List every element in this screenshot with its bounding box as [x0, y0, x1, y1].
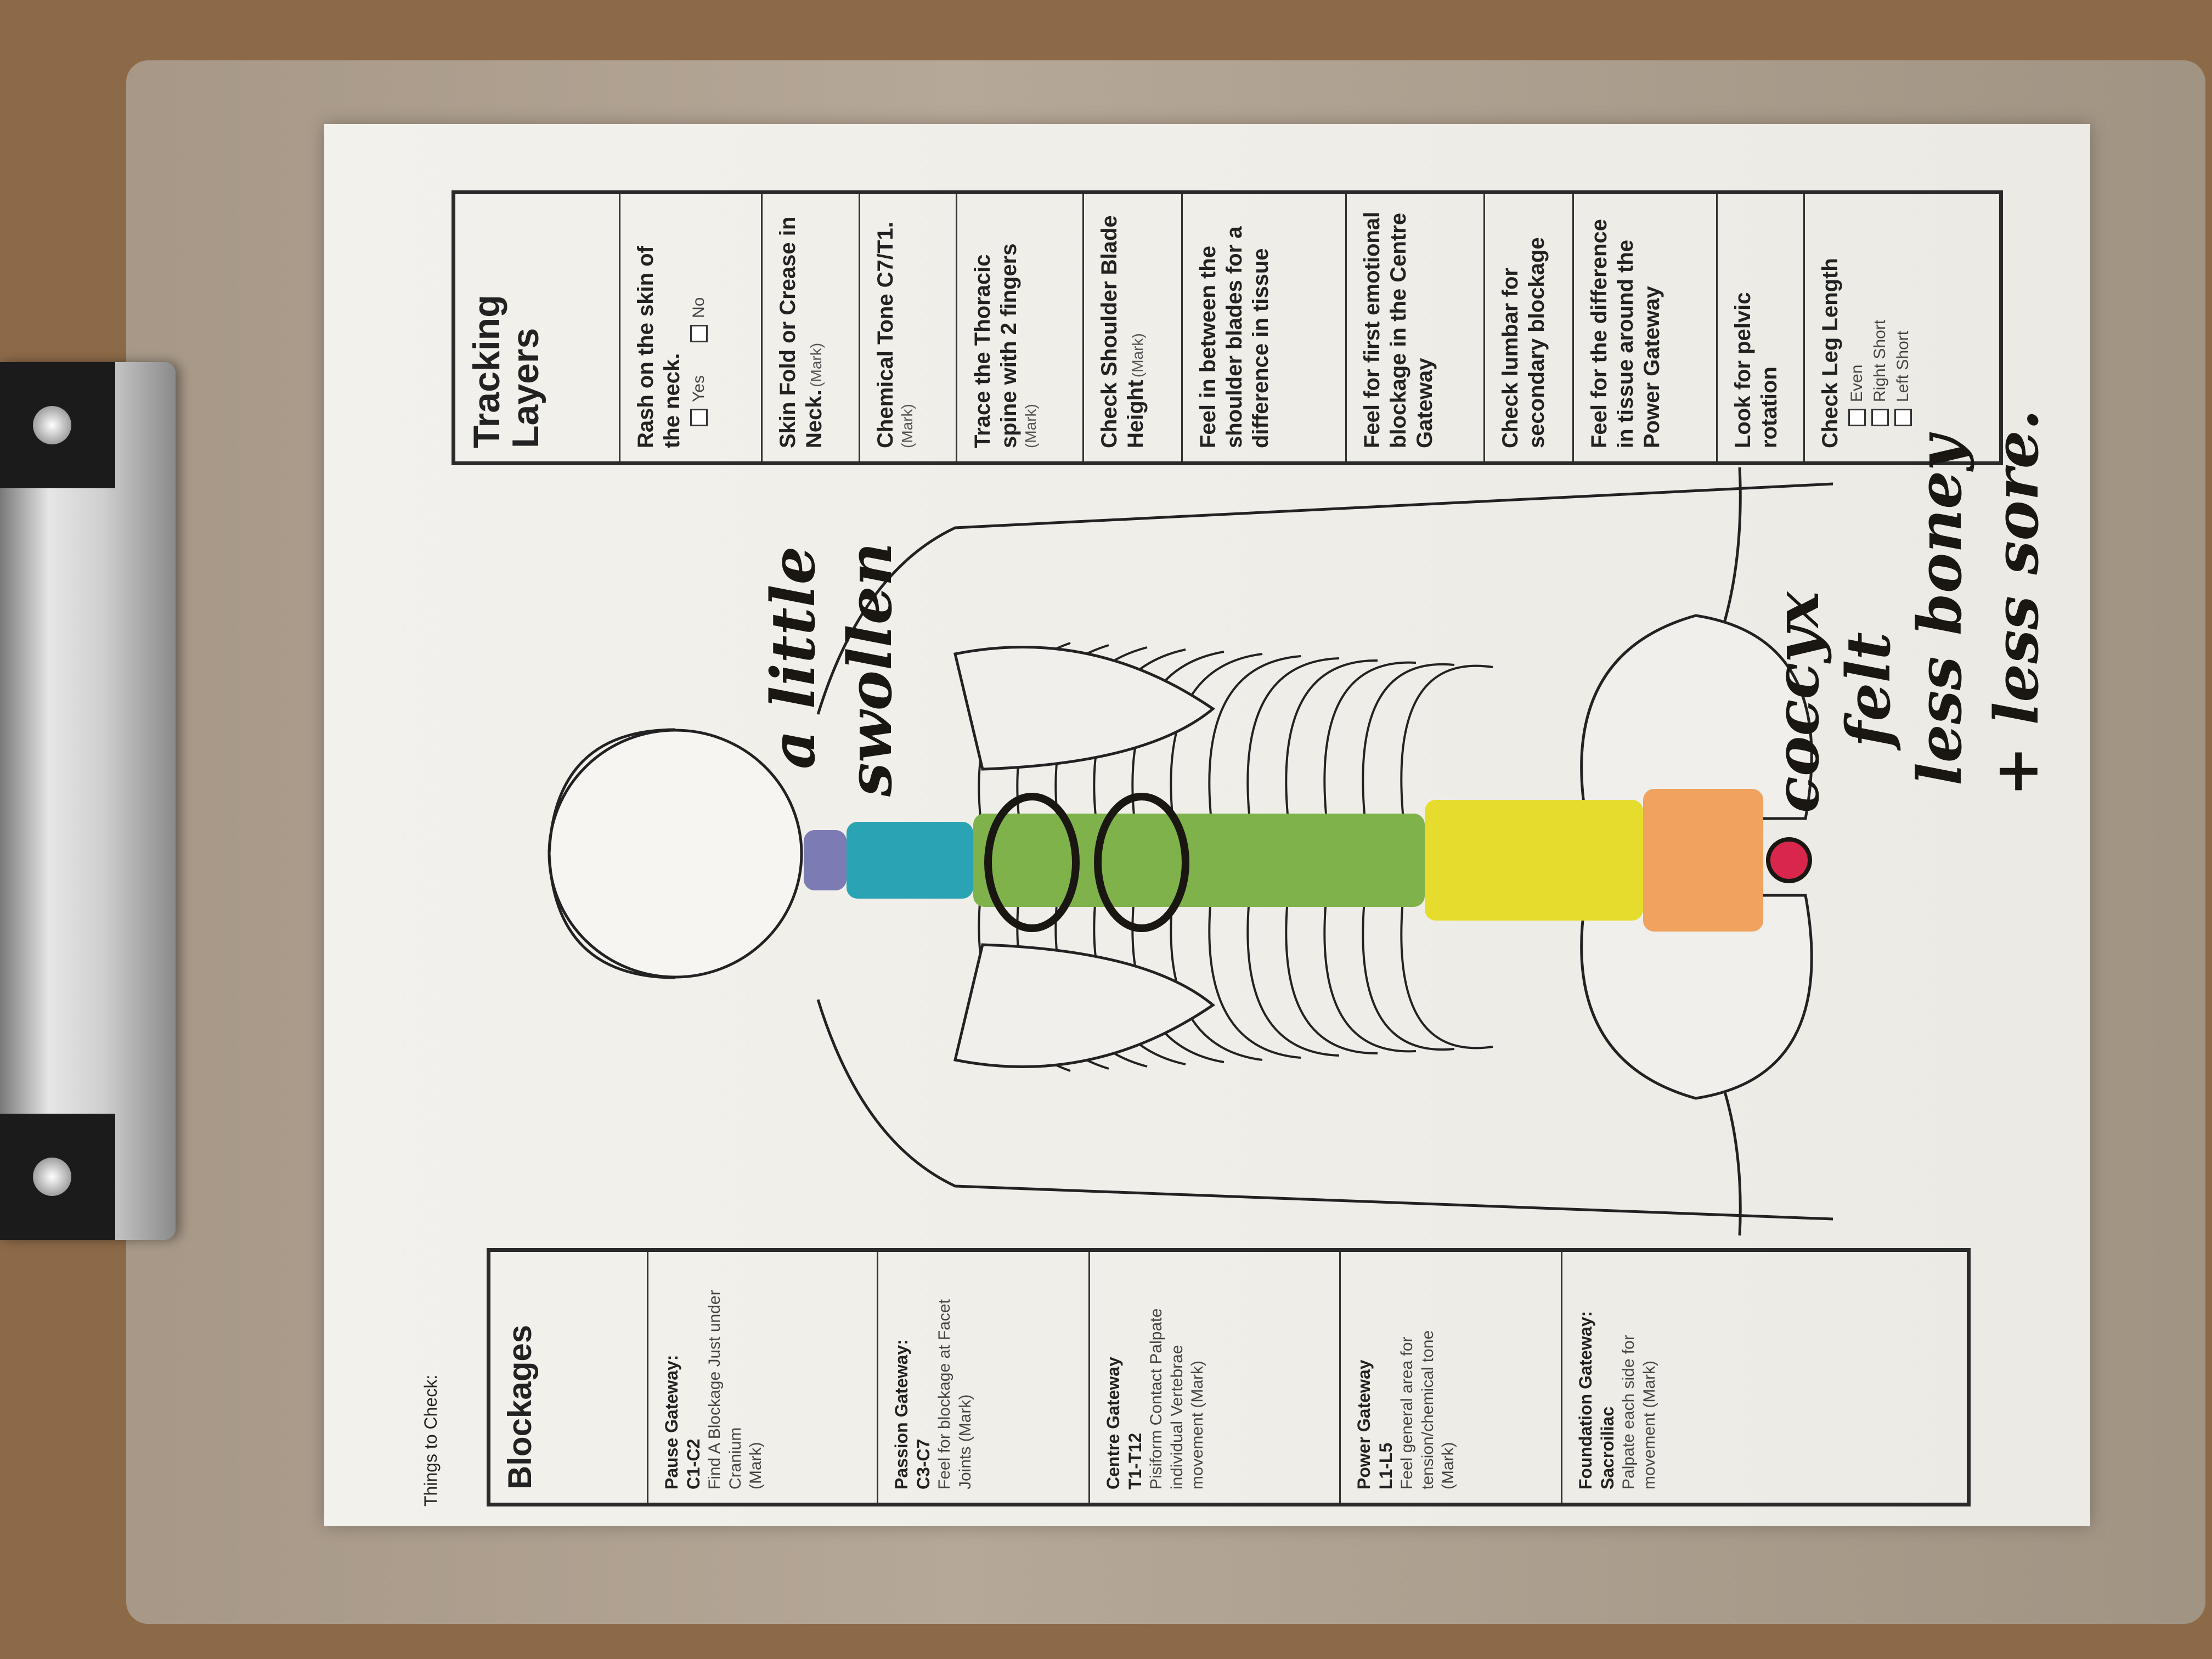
- rib: [1208, 878, 1301, 1059]
- vertebrae-thoracic: [973, 814, 1425, 907]
- rib: [1246, 878, 1340, 1057]
- spine: [804, 789, 1812, 932]
- vertebrae-sacrum: [1643, 789, 1763, 932]
- rib: [1323, 878, 1417, 1053]
- checklist-sheet: Things to Check: Blockages Pause Gateway…: [324, 124, 2090, 1526]
- vertebrae-c1_c2: [804, 830, 847, 890]
- shoulder-blades: [953, 646, 1216, 1068]
- ink-circles: [984, 793, 1189, 932]
- rib: [1323, 661, 1417, 836]
- handwritten-note: a little: [758, 546, 828, 769]
- vertebrae-cervical: [847, 822, 973, 899]
- rib: [1285, 878, 1378, 1055]
- handwritten-note: coccyx: [1762, 591, 1832, 813]
- rib: [1400, 878, 1493, 1049]
- coccyx: [1766, 837, 1812, 883]
- pelvis: [1580, 614, 1813, 1100]
- skull: [548, 728, 803, 979]
- vertebrae-lumbar: [1425, 800, 1643, 921]
- handwritten-note: less boney: [1904, 435, 1975, 786]
- rib: [1246, 657, 1340, 836]
- clipboard-clip: [0, 362, 176, 1240]
- rib: [1362, 663, 1455, 836]
- rib: [1208, 655, 1301, 836]
- handwritten-note: + less sore.: [1981, 409, 2052, 797]
- rib: [1400, 664, 1493, 836]
- skeleton-illustration: [548, 467, 1833, 1236]
- rib: [1362, 878, 1455, 1051]
- handwritten-note: swollen: [834, 542, 905, 797]
- clip-rivet: [33, 1158, 71, 1196]
- clip-rivet: [33, 406, 71, 444]
- handwritten-note: felt: [1833, 632, 1904, 747]
- rib: [1285, 659, 1378, 836]
